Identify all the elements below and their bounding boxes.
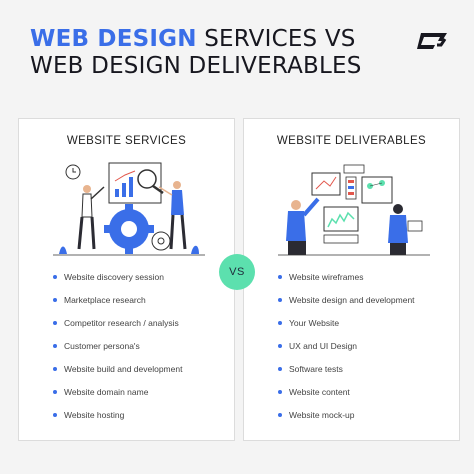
services-card-title: WEBSITE SERVICES [66,135,187,147]
bullet-icon [278,412,282,417]
list-item: Website mock-up [278,403,415,426]
list-item: Marketplace research [53,288,182,311]
deliverables-list: Website wireframes Website design and de… [278,265,415,426]
list-item: Competitor research / analysis [53,311,182,334]
vs-badge: VS [219,254,255,290]
bullet-icon [53,274,57,279]
list-item: Website build and development [53,357,182,380]
title-line-2: WEB DESIGN DELIVERABLES [30,53,362,79]
dashboard-people-illustration [278,164,430,256]
bullet-icon [278,389,282,394]
list-item: Website discovery session [53,265,182,288]
title-rest: SERVICES VS [196,26,356,52]
brand-logo-icon [417,33,447,49]
bullet-icon [53,297,57,302]
bullet-icon [53,412,57,417]
list-item: UX and UI Design [278,334,415,357]
page-title: WEB DESIGN SERVICES VS WEB DESIGN DELIVE… [30,26,362,80]
title-accent: WEB DESIGN [30,26,197,52]
list-item: Your Website [278,311,415,334]
bullet-icon [53,389,57,394]
list-item: Website wireframes [278,265,415,288]
list-item: Website domain name [53,380,182,403]
bullet-icon [278,343,282,348]
list-item: Customer persona's [53,334,182,357]
bullet-icon [278,297,282,302]
bullet-icon [53,343,57,348]
list-item: Website hosting [53,403,182,426]
deliverables-card-title: WEBSITE DELIVERABLES [276,135,427,147]
bullet-icon [53,320,57,325]
list-item: Software tests [278,357,415,380]
gear-and-magnifier-illustration [53,162,205,256]
list-item: Website content [278,380,415,403]
list-item: Website design and development [278,288,415,311]
bullet-icon [278,274,282,279]
bullet-icon [278,320,282,325]
bullet-icon [53,366,57,371]
deliverables-card: WEBSITE DELIVERABLES Website wireframes … [243,118,460,441]
services-card: WEBSITE SERVICES [18,118,235,441]
bullet-icon [278,366,282,371]
services-list: Website discovery session Marketplace re… [53,265,182,426]
